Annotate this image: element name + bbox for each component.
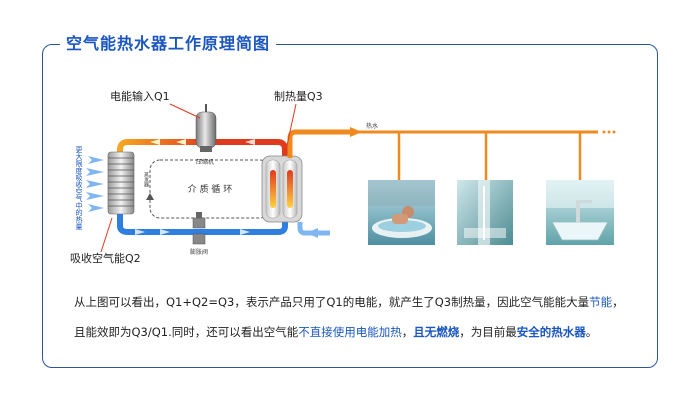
- description-line-1: 从上图可以看出，Q1+Q2=Q3，表示产品只用了Q1的电能，就产生了Q3制热量，…: [74, 295, 624, 309]
- compressor: 压缩机: [195, 104, 217, 166]
- shower-photo: [457, 180, 513, 245]
- water-tank: [261, 155, 303, 223]
- hot-water-line: 热水: [287, 122, 616, 180]
- hot-water-label: 热水: [366, 122, 378, 130]
- bathtub-photo: [368, 180, 435, 245]
- q1-leader-line: [169, 103, 201, 119]
- highlight-no-direct-heating: 不直接使用电能加热: [298, 325, 402, 339]
- evaporator-coil: 蒸发器: [107, 151, 149, 215]
- q3-leader-line: [285, 103, 297, 151]
- air-intake-arrows: [86, 156, 104, 212]
- sink-photo: [546, 180, 614, 245]
- input-q1-label: 电能输入Q1: [110, 89, 170, 103]
- cold-water-inlet: [297, 222, 330, 238]
- highlight-energy-saving: 节能: [589, 295, 613, 309]
- medium-cycle-loop: 介 质 循 环: [146, 159, 274, 219]
- absorb-q2-label: 吸收空气能Q2: [70, 251, 141, 265]
- compressor-label: 压缩机: [196, 158, 214, 166]
- output-q3-label: 制热量Q3: [274, 90, 323, 103]
- description-line-2: 且能效即为Q3/Q1.同时，还可以看出空气能不直接使用电能加热，且无燃烧，为目前…: [74, 325, 598, 339]
- page-title: 空气能热水器工作原理简图: [60, 34, 277, 54]
- evaporator-label: 蒸发器: [143, 171, 149, 188]
- highlight-safest: 安全的热水器: [516, 325, 586, 339]
- air-heat-vertical-label: 更大限度吸收空气中的热量: [75, 146, 83, 230]
- highlight-no-combustion: 且无燃烧: [413, 325, 460, 339]
- content-frame: [42, 44, 658, 368]
- expansion-valve-label: 膨胀阀: [190, 248, 208, 256]
- medium-cycle-label: 介 质 循 环: [188, 183, 233, 195]
- q2-leader-line: [100, 217, 113, 253]
- expansion-valve: 膨胀阀: [190, 212, 208, 256]
